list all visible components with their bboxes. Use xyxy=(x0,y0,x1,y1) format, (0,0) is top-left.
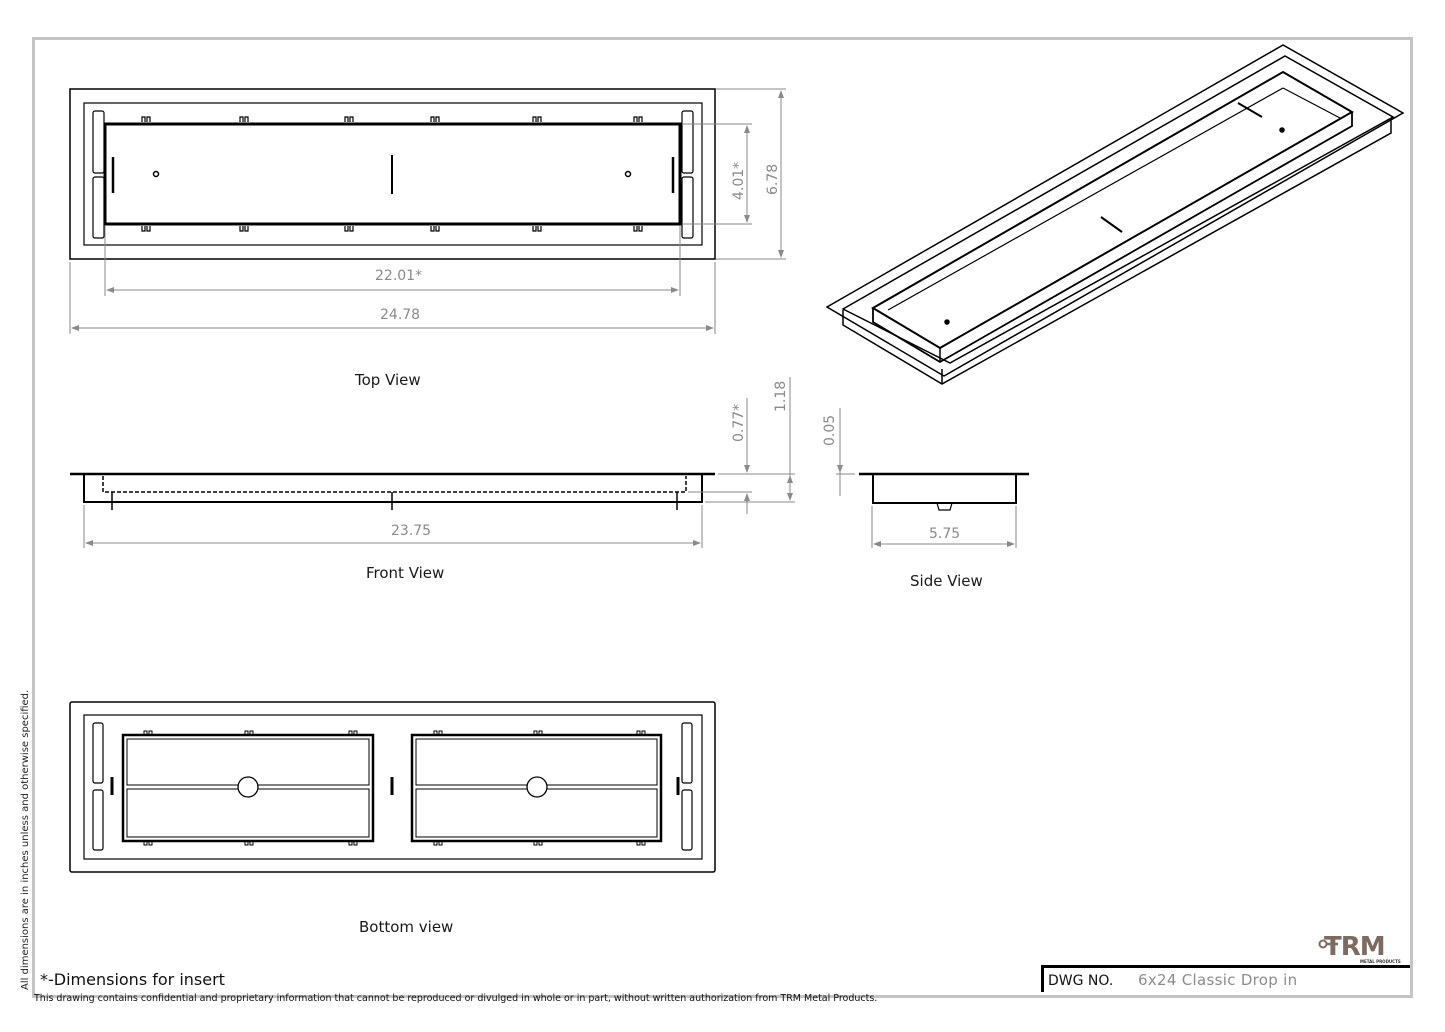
dwg-no-value: 6x24 Classic Drop in xyxy=(1138,971,1298,989)
insert-note: *-Dimensions for insert xyxy=(40,970,225,989)
side-view-drawing xyxy=(859,472,1029,511)
dim-insert-depth: 0.77* xyxy=(731,403,747,442)
bottom-view-label: Bottom view xyxy=(359,918,454,936)
front-view-label: Front View xyxy=(366,564,445,582)
logo-subtext: METAL PRODUCTS xyxy=(1360,959,1401,964)
units-note: All dimensions are in inches unless and … xyxy=(20,689,31,990)
dim-body-width: 5.75 xyxy=(929,526,961,542)
title-block: DWG NO. 6x24 Classic Drop in xyxy=(1041,965,1410,992)
side-view-dimensions xyxy=(836,408,1017,548)
company-logo: TRM METAL PRODUCTS xyxy=(1318,932,1408,965)
dim-overall-width: 6.78 xyxy=(765,163,781,195)
dim-overall-height: 1.18 xyxy=(773,380,789,412)
dim-insert-length: 22.01* xyxy=(375,268,423,284)
dwg-no-label: DWG NO. xyxy=(1048,973,1114,989)
front-view-drawing xyxy=(70,472,715,510)
bottom-view-drawing xyxy=(69,701,716,873)
dim-body-length: 23.75 xyxy=(391,523,432,539)
logo-text: TRM xyxy=(1324,932,1386,962)
top-view-drawing xyxy=(69,88,716,260)
top-view-dimensions xyxy=(69,88,786,334)
drawing-frame xyxy=(32,37,1413,998)
logo-key-icon xyxy=(1318,939,1338,949)
dim-flange-thickness: 0.05 xyxy=(822,414,838,446)
isometric-drawing xyxy=(825,44,1405,385)
top-view-label: Top View xyxy=(355,371,421,389)
front-view-dimensions xyxy=(83,377,795,548)
dim-overall-length: 24.78 xyxy=(380,307,421,323)
side-view-label: Side View xyxy=(910,572,983,590)
confidentiality-note: This drawing contains confidential and p… xyxy=(34,993,878,1004)
dim-insert-width: 4.01* xyxy=(731,161,747,200)
